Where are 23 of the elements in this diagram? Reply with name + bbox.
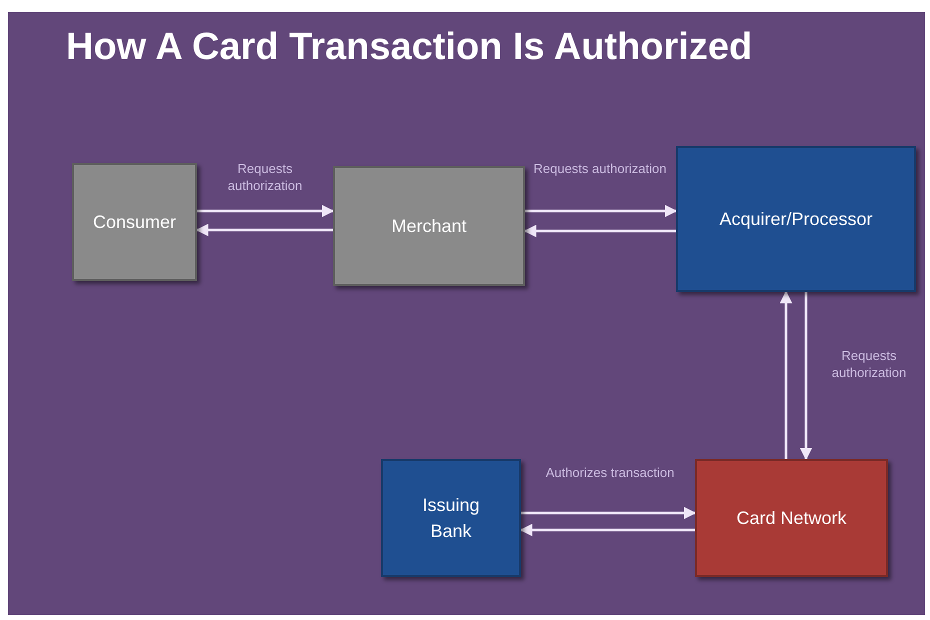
- process-box: [72, 163, 197, 281]
- arrow: [800, 292, 812, 460]
- arrow: [521, 506, 696, 520]
- box-label: Merchant: [390, 215, 468, 238]
- process-box: [695, 459, 888, 577]
- edge-label: Authorizes transaction: [544, 464, 676, 481]
- box-label: Consumer: [92, 211, 178, 234]
- arrow: [525, 204, 678, 218]
- title: How A Card Transaction Is Authorized: [66, 25, 752, 70]
- edge-label: Requests authorization: [532, 160, 668, 177]
- arrow: [197, 204, 334, 218]
- arrow: [780, 290, 792, 459]
- arrow: [196, 224, 333, 236]
- process-box: [333, 166, 525, 286]
- edge-label: Requests authorization: [226, 160, 304, 194]
- arrow: [520, 524, 695, 536]
- box-label: Acquirer/Processor: [718, 208, 874, 231]
- process-box: [676, 146, 916, 292]
- box-label: Issuing Bank: [421, 494, 481, 543]
- arrow: [524, 224, 676, 238]
- box-label: Card Network: [735, 507, 848, 530]
- process-box: [381, 459, 521, 577]
- edge-label: Requests authorization: [830, 347, 908, 381]
